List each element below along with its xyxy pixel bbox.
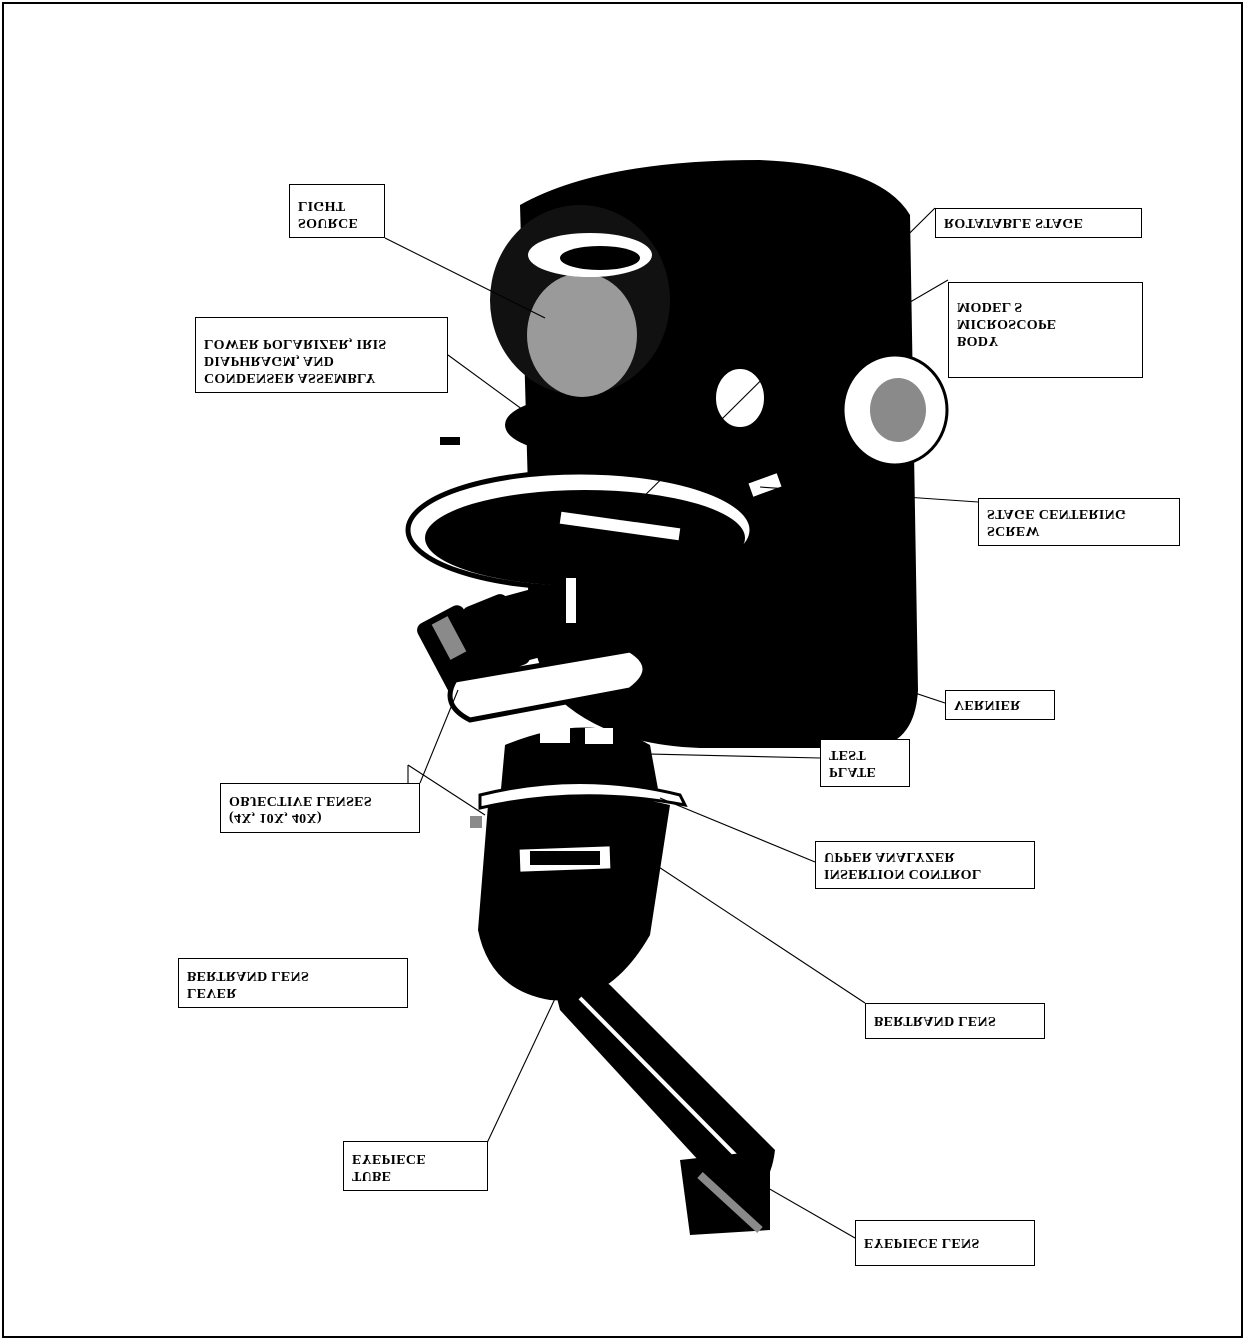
label-vernier: VERNIER	[945, 690, 1055, 720]
bertrand-lens-housing	[478, 795, 670, 1000]
label-bertrand-lens: BERTRAND LENS	[865, 1003, 1045, 1039]
label-eyepiece-lens: EYEPIECE LENS	[855, 1220, 1035, 1266]
label-objective-lenses: (4X, 10X, 40X)OBJECTIVE LENSES	[220, 783, 420, 833]
label-rotatable-stage: ROTATABLE STAGE	[935, 208, 1142, 238]
condenser	[505, 397, 645, 453]
light-source-lens	[527, 273, 637, 397]
